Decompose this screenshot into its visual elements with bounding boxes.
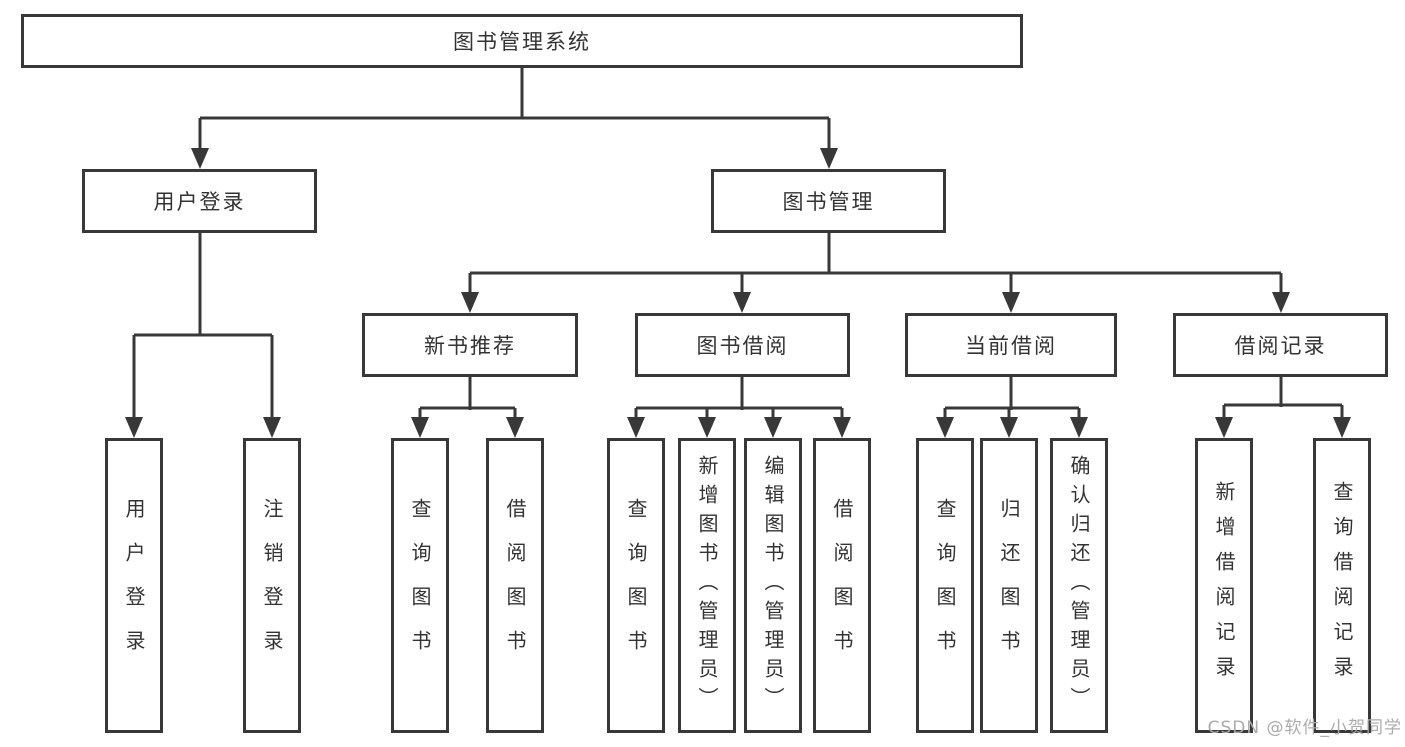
leaf-borrowing-query-book: 查询图书 <box>607 438 665 733</box>
leaf-recommend-borrow-book: 借阅图书 <box>486 438 544 733</box>
node-library-management-system: 图书管理系统 <box>21 14 1023 68</box>
connector-lines <box>132 68 1344 419</box>
arrowhead-icons <box>125 148 1351 438</box>
node-user-login: 用户登录 <box>82 169 317 233</box>
leaf-current-return-book: 归还图书 <box>980 438 1038 733</box>
leaf-current-confirm-return-admin: 确认归还（管理员） <box>1050 438 1108 733</box>
leaf-current-query-book: 查询图书 <box>916 438 974 733</box>
leaf-records-query-record: 查询借阅记录 <box>1313 438 1371 733</box>
leaf-borrowing-borrow-book: 借阅图书 <box>813 438 871 733</box>
leaf-borrowing-add-book-admin: 新增图书（管理员） <box>678 438 736 733</box>
leaf-records-add-record: 新增借阅记录 <box>1195 438 1253 733</box>
node-borrowing-records: 借阅记录 <box>1173 313 1388 377</box>
node-current-borrowing: 当前借阅 <box>905 313 1117 377</box>
node-book-borrowing: 图书借阅 <box>635 313 850 377</box>
leaf-borrowing-edit-book-admin: 编辑图书（管理员） <box>744 438 802 733</box>
node-new-book-recommendation: 新书推荐 <box>362 313 578 377</box>
leaf-recommend-query-book: 查询图书 <box>391 438 449 733</box>
leaf-user-login: 用户登录 <box>105 438 163 733</box>
leaf-logout-login: 注销登录 <box>243 438 301 733</box>
csdn-watermark: CSDN @软件_小贺同学 <box>1207 718 1402 738</box>
node-book-management: 图书管理 <box>711 169 946 233</box>
